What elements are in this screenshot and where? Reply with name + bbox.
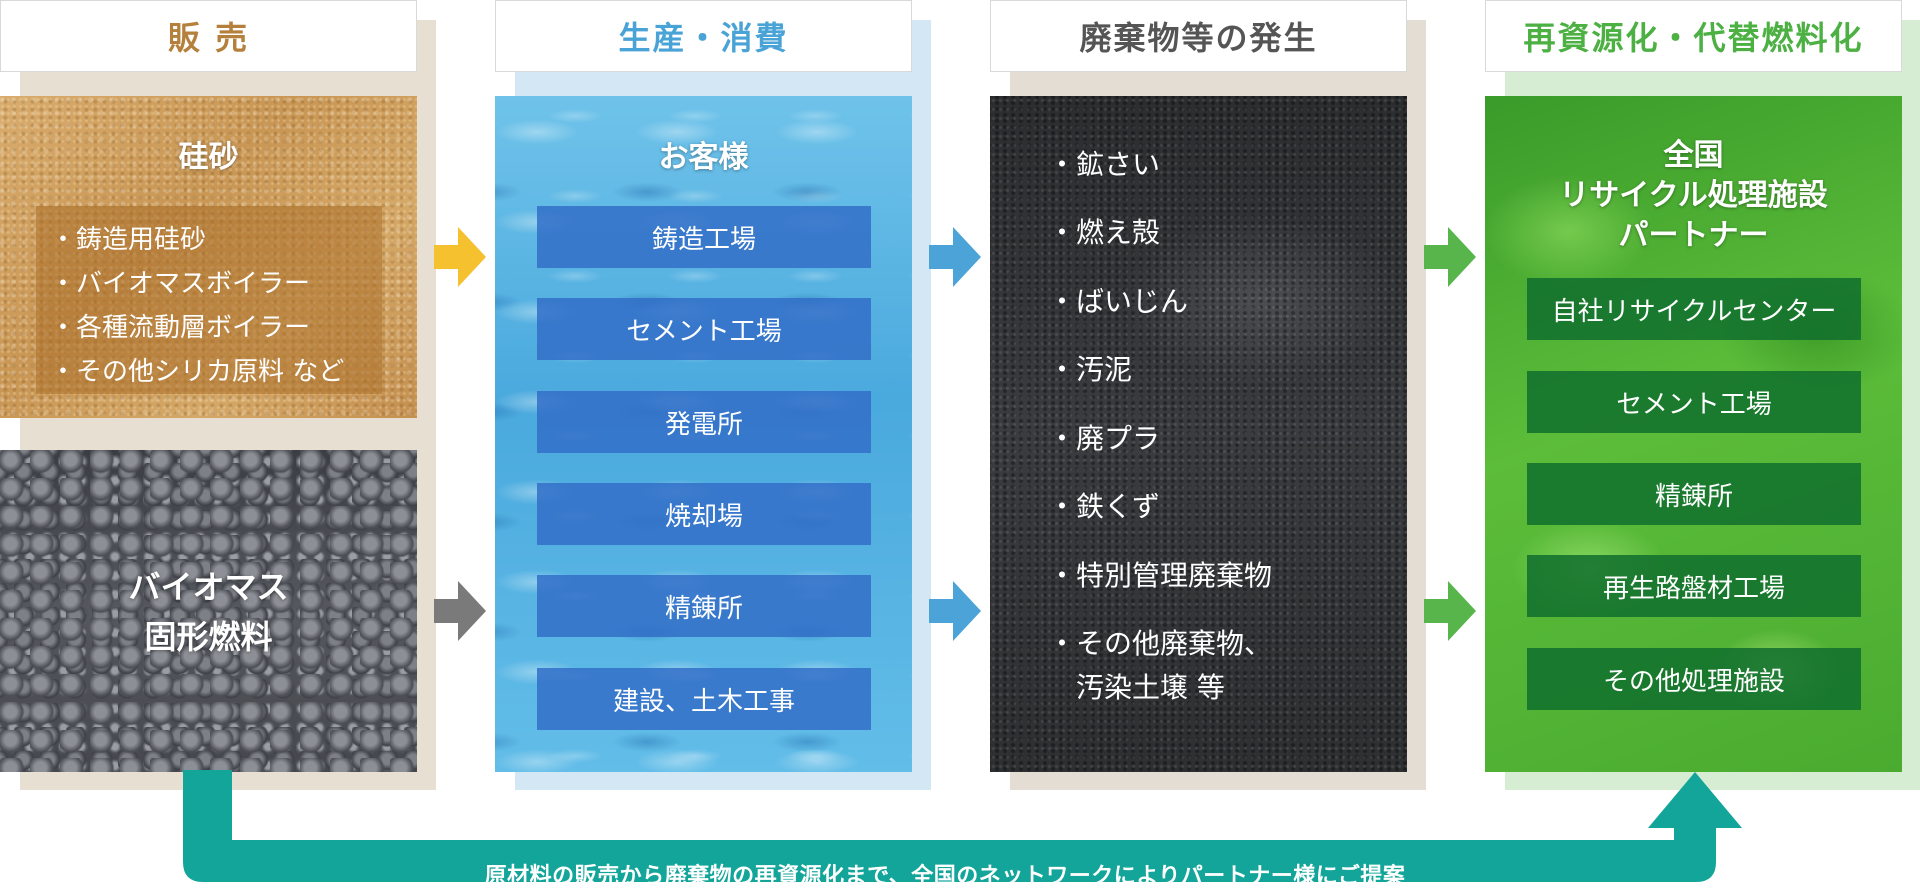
waste-item: ・ばいじん bbox=[1048, 285, 1189, 318]
list-item: ・鋳造用硅砂 bbox=[50, 225, 207, 255]
waste-item: 汚染土壌 等 bbox=[1048, 671, 1225, 704]
arrow-right-yellow-icon bbox=[434, 227, 486, 287]
customer-item: 鋳造工場 bbox=[537, 206, 871, 268]
facility-item: 自社リサイクルセンター bbox=[1527, 278, 1861, 340]
waste-header: 廃棄物等の発生 bbox=[990, 0, 1407, 72]
customers-title: お客様 bbox=[658, 140, 749, 175]
biomass-fuel-title-line2: 固形燃料 bbox=[144, 618, 273, 656]
facility-item: セメント工場 bbox=[1527, 371, 1861, 433]
waste-item: ・鉄くず bbox=[1048, 490, 1161, 523]
customer-item: セメント工場 bbox=[537, 298, 871, 360]
biomass-fuel-panel: バイオマス 固形燃料 bbox=[0, 450, 417, 772]
arrow-right-blue-icon bbox=[929, 581, 981, 641]
arrow-right-blue-icon bbox=[929, 227, 981, 287]
list-item: ・バイオマスボイラー bbox=[50, 269, 311, 299]
production-header: 生産・消費 bbox=[495, 0, 912, 72]
sales-header: 販 売 bbox=[0, 0, 417, 72]
waste-item: ・鉱さい bbox=[1048, 148, 1161, 181]
return-loop-arrow-icon bbox=[183, 770, 1742, 882]
waste-item: ・燃え殻 bbox=[1048, 216, 1161, 249]
biomass-fuel-title-line1: バイオマス bbox=[128, 568, 289, 606]
silica-sand-panel: 硅砂 ・鋳造用硅砂 ・バイオマスボイラー ・各種流動層ボイラー ・その他シリカ原… bbox=[0, 96, 417, 418]
arrow-right-green-icon bbox=[1424, 581, 1476, 641]
customer-item: 発電所 bbox=[537, 391, 871, 453]
production-panel: お客様 鋳造工場 セメント工場 発電所 焼却場 精錬所 建設、土木工事 bbox=[495, 96, 912, 772]
silica-sand-uses-list: ・鋳造用硅砂 ・バイオマスボイラー ・各種流動層ボイラー ・その他シリカ原料 な… bbox=[36, 206, 382, 394]
waste-item: ・汚泥 bbox=[1048, 353, 1133, 386]
waste-item: ・廃プラ bbox=[1048, 422, 1161, 455]
arrow-right-green-icon bbox=[1424, 227, 1476, 287]
partner-title-line3: パートナー bbox=[1618, 218, 1769, 253]
partner-title-line2: リサイクル処理施設 bbox=[1559, 178, 1828, 213]
facility-item: その他処理施設 bbox=[1527, 648, 1861, 710]
recycle-header: 再資源化・代替燃料化 bbox=[1485, 0, 1902, 72]
partner-title-line1: 全国 bbox=[1663, 138, 1724, 173]
list-item: ・その他シリカ原料 など bbox=[50, 357, 345, 387]
waste-item: ・その他廃棄物、 bbox=[1048, 627, 1273, 660]
waste-item: ・特別管理廃棄物 bbox=[1048, 559, 1273, 592]
arrow-right-gray-icon bbox=[434, 581, 486, 641]
waste-panel: ・鉱さい ・燃え殻 ・ばいじん ・汚泥 ・廃プラ ・鉄くず ・特別管理廃棄物 ・… bbox=[990, 96, 1407, 772]
customer-item: 建設、土木工事 bbox=[537, 668, 871, 730]
facility-item: 再生路盤材工場 bbox=[1527, 555, 1861, 617]
summary-banner-text: 原材料の販売から廃棄物の再資源化まで、全国のネットワークによりパートナー様にご提… bbox=[484, 864, 1406, 889]
customer-item: 精錬所 bbox=[537, 575, 871, 637]
silica-sand-title: 硅砂 bbox=[178, 140, 239, 175]
customer-item: 焼却場 bbox=[537, 483, 871, 545]
facility-item: 精錬所 bbox=[1527, 463, 1861, 525]
recycle-panel: 全国 リサイクル処理施設 パートナー 自社リサイクルセンター セメント工場 精錬… bbox=[1485, 96, 1902, 772]
list-item: ・各種流動層ボイラー bbox=[50, 313, 311, 343]
